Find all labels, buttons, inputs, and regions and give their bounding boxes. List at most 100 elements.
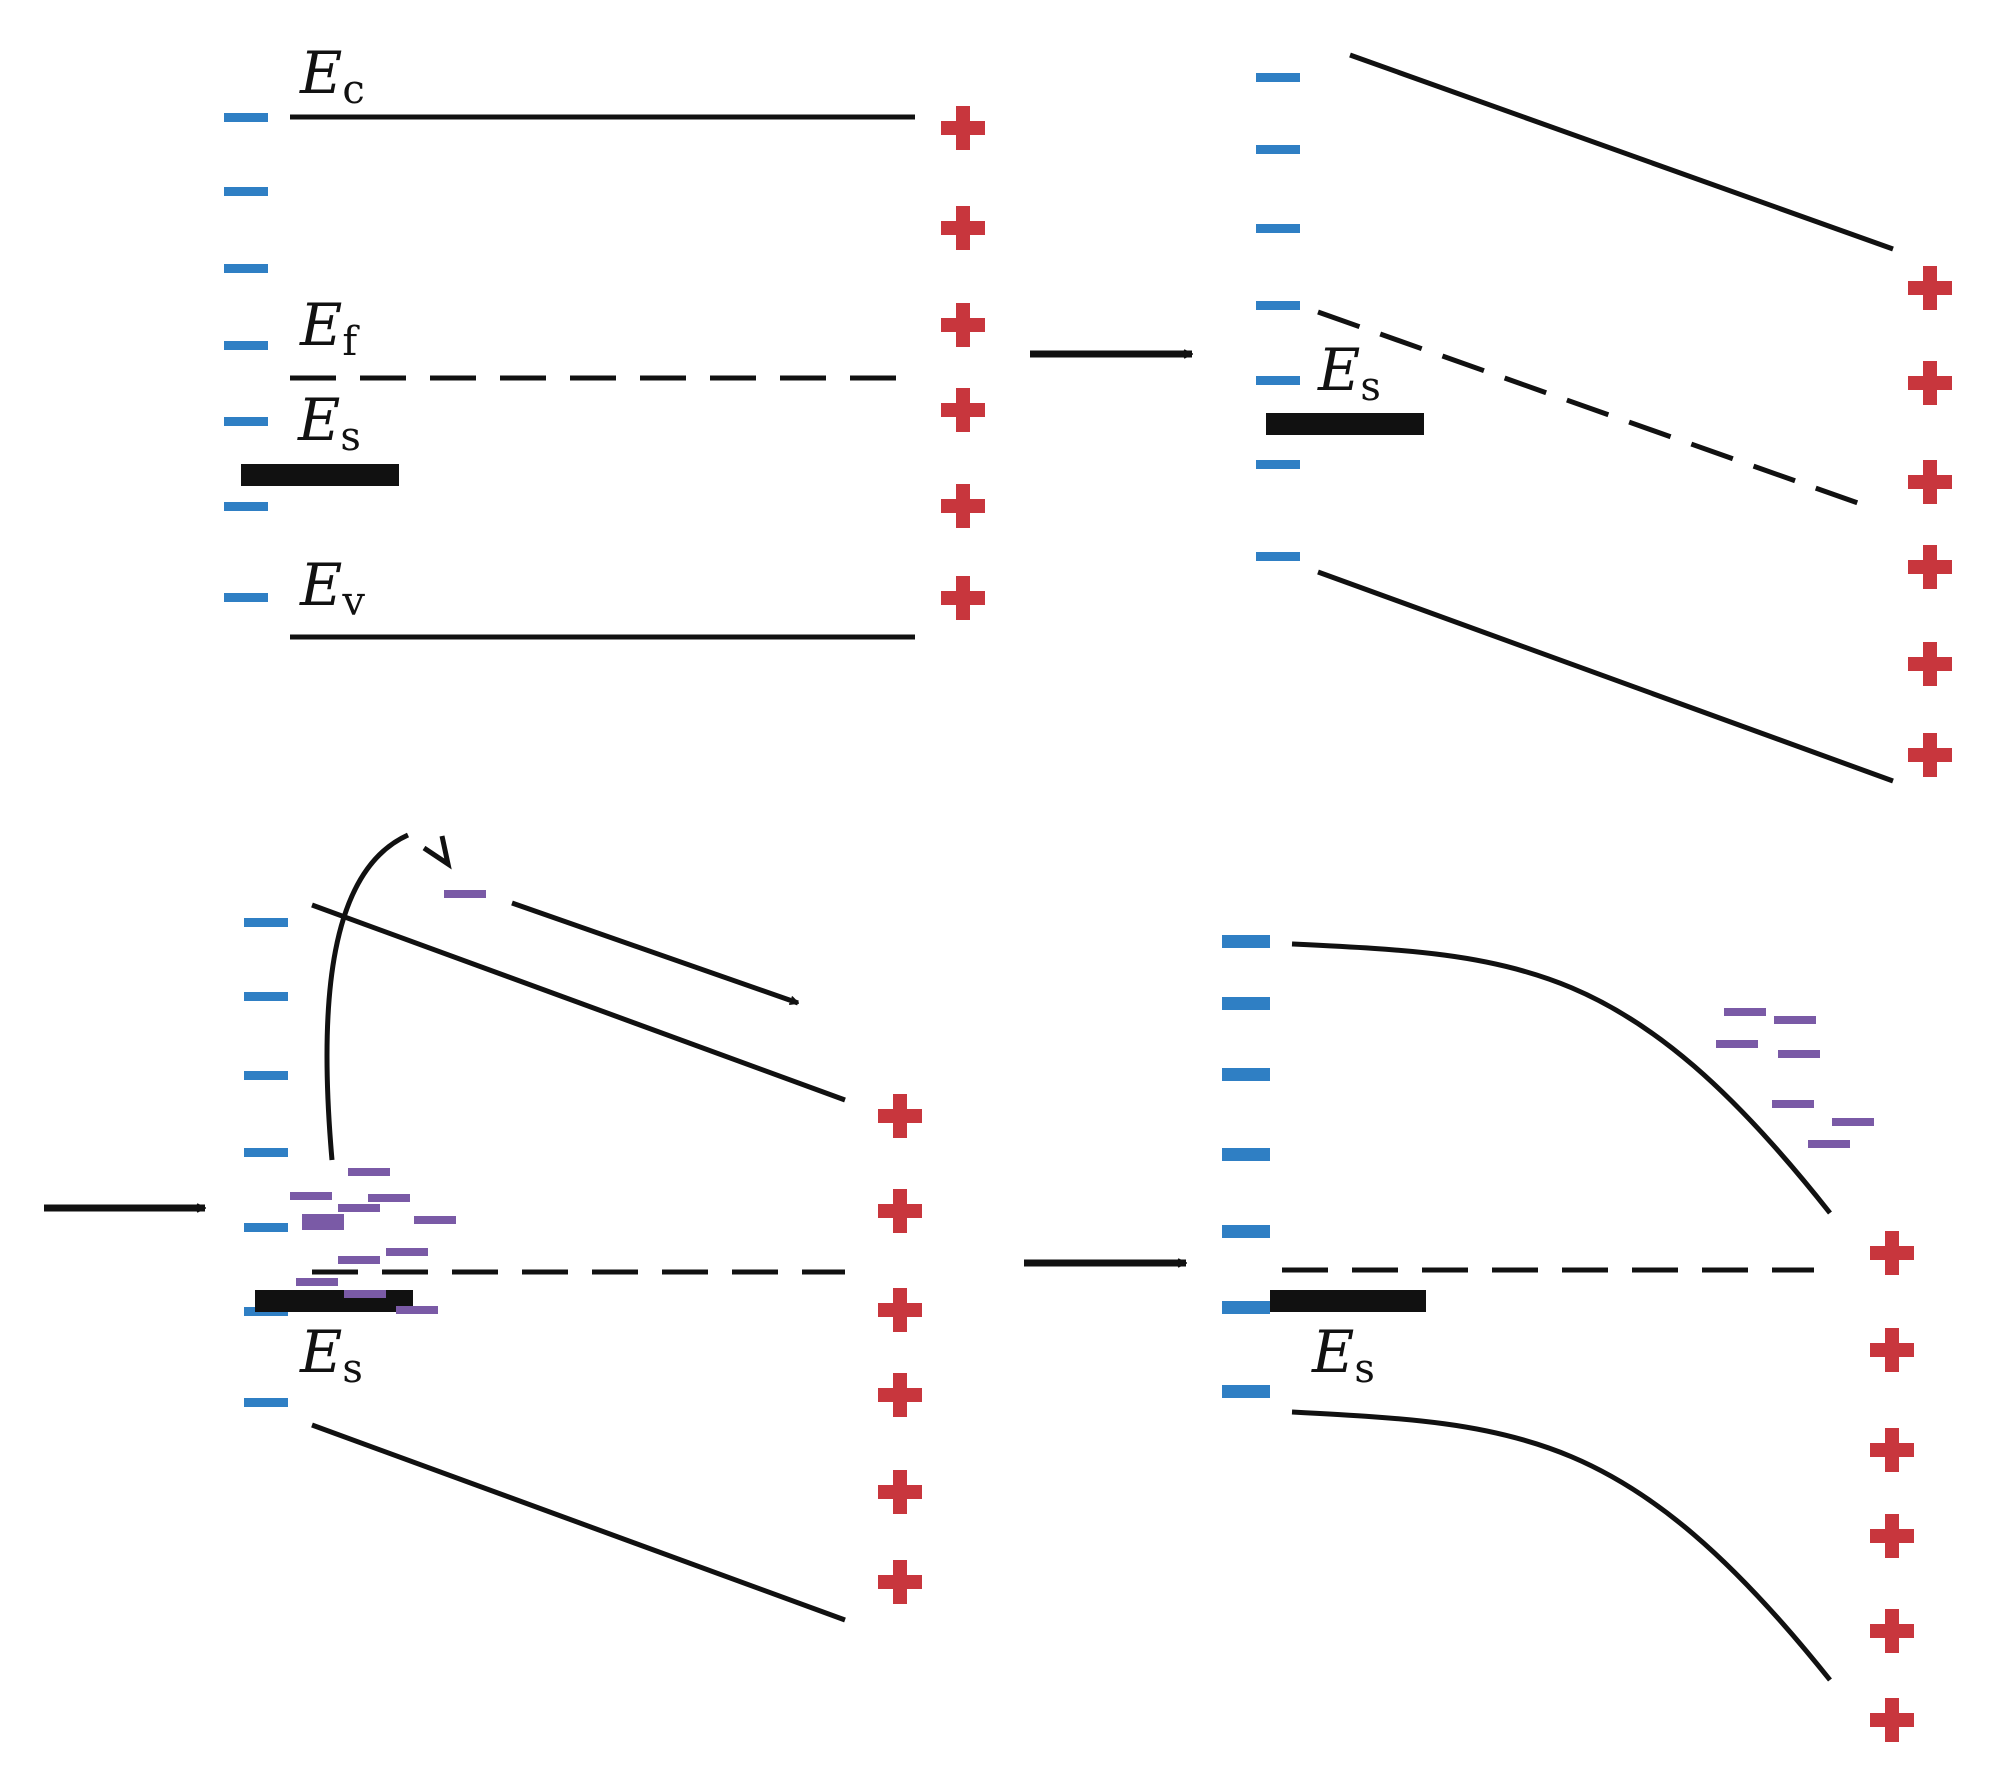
label-es: Es: [1317, 336, 1381, 410]
positive-charge: [1870, 1231, 1914, 1275]
surface-state-level: [255, 1290, 413, 1312]
positive-charge: [878, 1470, 922, 1514]
label-ev: Ev: [299, 551, 365, 625]
negative-charge: [1222, 1301, 1270, 1314]
negative-charge: [244, 1071, 288, 1080]
negative-charge: [244, 1398, 288, 1407]
negative-charges-panel4: [1222, 935, 1270, 1398]
negative-charge: [224, 593, 268, 602]
negative-charge: [224, 502, 268, 511]
positive-charge: [878, 1560, 922, 1604]
negative-charge: [224, 264, 268, 273]
panel-excitation: Es: [44, 832, 922, 1623]
excited-electron: [1724, 1008, 1766, 1016]
excited-electron: [414, 1216, 456, 1224]
negative-charge: [1256, 73, 1300, 82]
positive-charge: [878, 1288, 922, 1332]
label-ef-sub: f: [342, 319, 360, 365]
excitation-arrow: [324, 832, 410, 1161]
positive-charge: [941, 206, 985, 250]
electron-cluster: [1716, 1008, 1874, 1148]
conduction-band-edge: [311, 902, 846, 1103]
excited-electron: [290, 1192, 332, 1200]
label-ev-sub: v: [341, 579, 365, 625]
positive-charge: [941, 303, 985, 347]
positive-charge: [941, 576, 985, 620]
label-ec: Ec: [299, 39, 365, 113]
positive-charge: [941, 388, 985, 432]
label-es-main: E: [1317, 336, 1360, 404]
excited-electron: [444, 890, 486, 898]
negative-charge: [1222, 997, 1270, 1010]
negative-charge: [244, 1148, 288, 1157]
excited-electron: [302, 1222, 344, 1230]
surface-state-level: [1270, 1290, 1426, 1312]
excited-electron: [1808, 1140, 1850, 1148]
positive-charge: [878, 1189, 922, 1233]
negative-charge: [1256, 301, 1300, 310]
excited-electron: [296, 1278, 338, 1286]
negative-charge: [1256, 376, 1300, 385]
negative-charge: [1256, 552, 1300, 561]
positive-charge: [941, 106, 985, 150]
excited-electron: [344, 1290, 386, 1298]
label-es: Es: [1311, 1318, 1375, 1392]
electron-cluster: [290, 1168, 456, 1314]
label-es: Es: [299, 1318, 363, 1392]
positive-charge: [1908, 642, 1952, 686]
label-ev-main: E: [299, 551, 342, 619]
positive-charge: [878, 1094, 922, 1138]
positive-charge: [1870, 1328, 1914, 1372]
negative-charge: [224, 341, 268, 350]
negative-charge: [1222, 935, 1270, 948]
positive-charge: [1908, 733, 1952, 777]
fermi-level: [1317, 309, 1873, 511]
positive-charges-panel2: [1908, 266, 1952, 777]
label-es-sub: s: [340, 414, 361, 460]
positive-charge: [878, 1373, 922, 1417]
positive-charge: [1870, 1514, 1914, 1558]
negative-charge: [224, 113, 268, 122]
panel-band-tilt: Es: [1256, 52, 1952, 784]
excited-electron: [1716, 1040, 1758, 1048]
valence-band-edge: [1317, 569, 1894, 784]
excited-electron: [386, 1248, 428, 1256]
positive-charges-panel1: [941, 106, 985, 620]
negative-charge: [1222, 1385, 1270, 1398]
conduction-band-edge: [1291, 941, 1832, 1215]
negative-charge: [1256, 460, 1300, 469]
excited-electron: [1774, 1016, 1816, 1024]
positive-charges-panel4: [1870, 1231, 1914, 1742]
negative-charge: [1222, 1225, 1270, 1238]
negative-charge: [244, 1223, 288, 1232]
panel-band-bending: Es: [1222, 935, 1914, 1742]
positive-charge: [1908, 545, 1952, 589]
excited-electron: [1772, 1100, 1814, 1108]
negative-charge: [224, 417, 268, 426]
excited-electron: [1832, 1118, 1874, 1126]
valence-band-edge: [1291, 1409, 1832, 1682]
positive-charge: [1870, 1609, 1914, 1653]
positive-charge: [1908, 266, 1952, 310]
negative-charge: [1222, 1068, 1270, 1081]
panel-equilibrium: Ec Ef Es Ev: [224, 39, 985, 640]
positive-charge: [1870, 1428, 1914, 1472]
drift-arrow: [511, 900, 798, 1006]
conduction-band-edge: [1349, 52, 1894, 252]
negative-charges-panel1: [224, 113, 268, 602]
excited-electron: [1778, 1050, 1820, 1058]
negative-charges-panel3: [244, 918, 288, 1407]
negative-charge: [1222, 1148, 1270, 1161]
label-es-sub: s: [1354, 1346, 1375, 1392]
surface-state-level: [241, 464, 399, 486]
valence-band-edge: [311, 1422, 846, 1623]
label-ec-main: E: [299, 39, 342, 107]
label-ec-sub: c: [342, 67, 364, 113]
negative-charge: [244, 992, 288, 1001]
excited-electron: [396, 1306, 438, 1314]
positive-charge: [1908, 460, 1952, 504]
negative-charge: [244, 918, 288, 927]
excited-electron: [302, 1214, 344, 1222]
excited-electron: [338, 1204, 380, 1212]
